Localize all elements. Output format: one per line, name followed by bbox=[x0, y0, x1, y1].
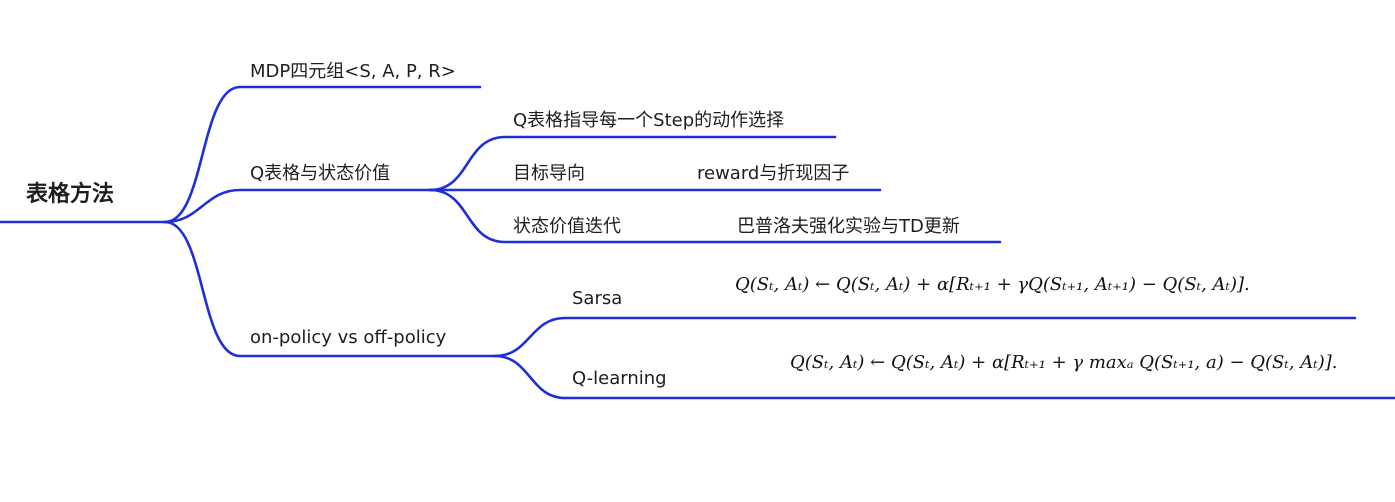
edge-qtable-iter bbox=[428, 188, 1002, 244]
edge-policy-sarsa bbox=[493, 316, 1357, 358]
node-policy: on-policy vs off-policy bbox=[250, 327, 447, 348]
node-iteration-detail: 巴普洛夫强化实验与TD更新 bbox=[737, 216, 960, 237]
node-value-iteration: 状态价值迭代 bbox=[513, 216, 621, 237]
node-goal-detail: reward与折现因子 bbox=[697, 163, 850, 184]
edge-qtable-step bbox=[428, 135, 837, 192]
edge-root-policy bbox=[163, 220, 497, 358]
node-mdp: MDP四元组<S, A, P, R> bbox=[250, 61, 456, 82]
node-sarsa: Sarsa bbox=[572, 288, 623, 309]
sarsa-formula: Q(Sₜ, Aₜ) ← Q(Sₜ, Aₜ) + α[Rₜ₊₁ + γQ(Sₜ₊₁… bbox=[735, 274, 1250, 295]
node-step-action: Q表格指导每一个Step的动作选择 bbox=[513, 110, 785, 131]
root-title: 表格方法 bbox=[26, 182, 115, 207]
q-learning-formula: Q(Sₜ, Aₜ) ← Q(Sₜ, Aₜ) + α[Rₜ₊₁ + γ maxₐ … bbox=[790, 352, 1338, 373]
node-goal-oriented: 目标导向 bbox=[513, 163, 585, 184]
edge-policy-qlearning bbox=[493, 354, 1395, 400]
edge-root-qtable bbox=[163, 188, 432, 224]
node-q-table: Q表格与状态价值 bbox=[250, 163, 391, 184]
node-q-learning: Q-learning bbox=[572, 368, 667, 389]
edge-root-mdp bbox=[163, 85, 482, 224]
